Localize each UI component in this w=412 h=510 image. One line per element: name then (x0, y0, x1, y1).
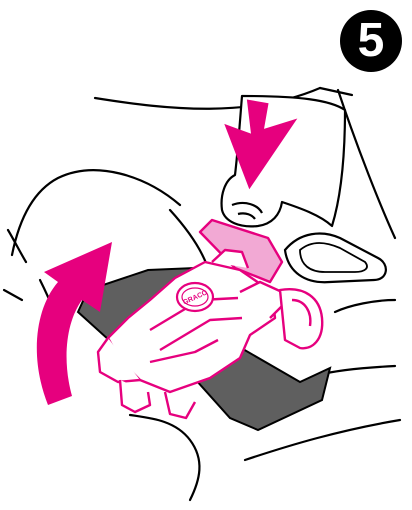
graco-logo: GRACO (177, 283, 213, 311)
step-number-badge: 5 (340, 10, 402, 72)
belt-pad (285, 234, 386, 283)
step-number: 5 (358, 17, 385, 65)
